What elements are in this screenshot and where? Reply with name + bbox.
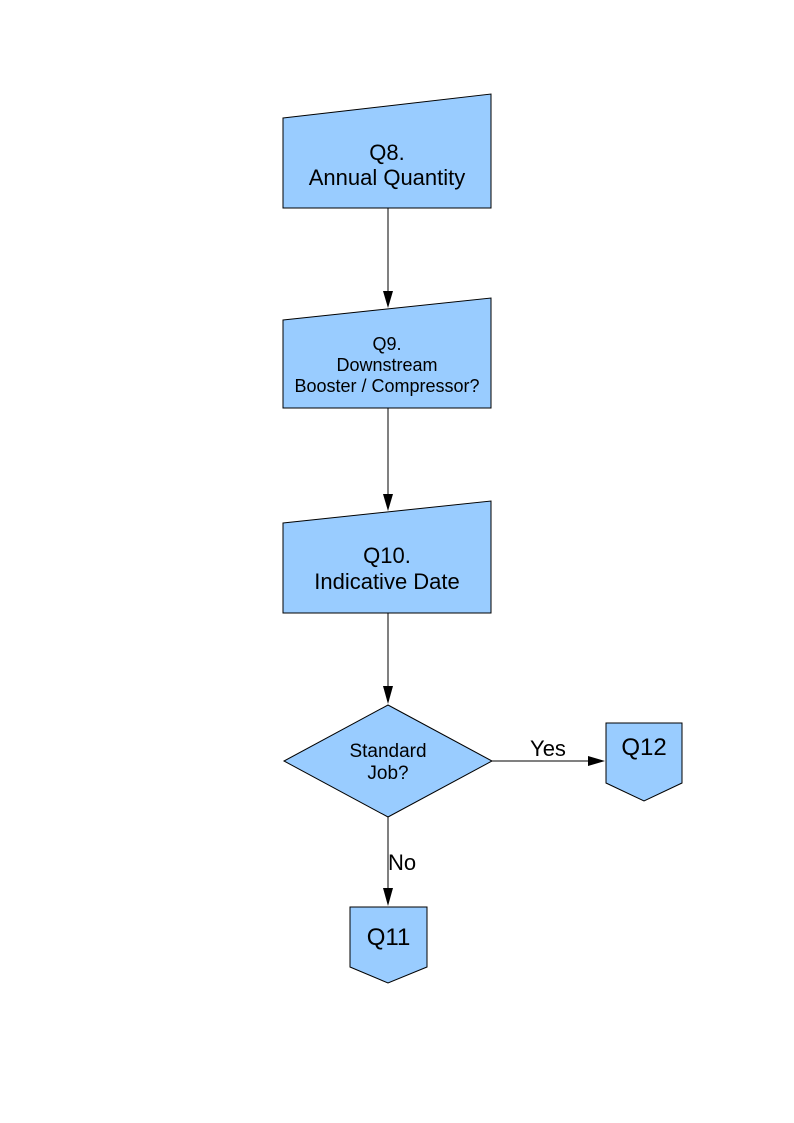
node-q9-label-line1: Q9. bbox=[372, 334, 402, 354]
node-q8-label-line2: Annual Quantity bbox=[308, 165, 466, 190]
edge-no-label: No bbox=[388, 850, 417, 875]
node-q9-label-line3: Booster / Compressor? bbox=[294, 376, 480, 396]
node-q10-label-line1: Q10. bbox=[363, 543, 411, 568]
node-q9-label-line2: Downstream bbox=[336, 355, 438, 375]
node-decision-label-line2: Job? bbox=[367, 763, 409, 784]
node-decision-label: Standard Job? bbox=[284, 741, 492, 785]
node-q10-label-line2: Indicative Date bbox=[314, 569, 460, 594]
node-q10-label: Q10. Indicative Date bbox=[283, 543, 491, 595]
node-q12-offpage-connector-shape bbox=[605, 722, 683, 802]
node-q8-manual-input-shape bbox=[282, 93, 492, 209]
edge-decision-q12-arrowhead bbox=[588, 756, 605, 766]
node-q9-manual-input-shape bbox=[282, 297, 492, 409]
edge-yes-label: Yes bbox=[530, 736, 566, 761]
node-q11-offpage-connector-shape bbox=[349, 906, 428, 984]
edge-q9-q10-arrowhead bbox=[383, 494, 393, 511]
node-decision-label-line1: Standard bbox=[349, 741, 427, 762]
node-q12-label: Q12 bbox=[621, 734, 667, 761]
node-q11-label: Q11 bbox=[366, 924, 411, 951]
edge-q8-q9-arrowhead bbox=[383, 291, 393, 308]
node-q9-label: Q9. Downstream Booster / Compressor? bbox=[283, 334, 491, 397]
edge-decision-q11-arrowhead bbox=[383, 888, 393, 906]
node-q8-label: Q8. Annual Quantity bbox=[283, 140, 491, 190]
node-q8-label-line1: Q8. bbox=[369, 140, 405, 165]
node-q10-manual-input-shape bbox=[282, 500, 492, 614]
edge-q10-decision-arrowhead bbox=[383, 686, 393, 704]
